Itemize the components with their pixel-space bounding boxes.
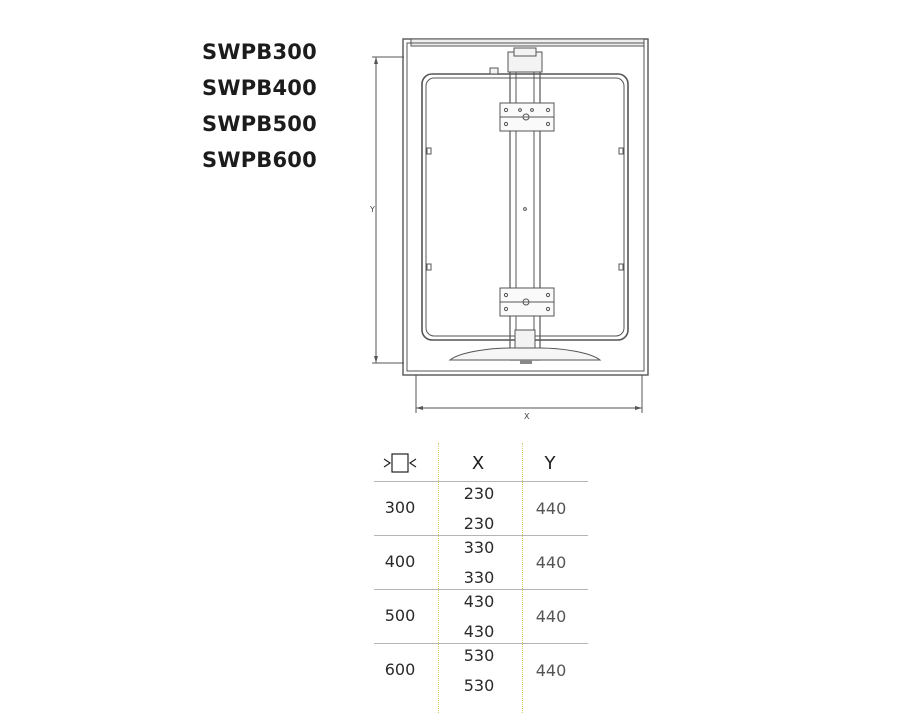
table-rule bbox=[374, 481, 588, 482]
x-cell: 530 bbox=[463, 646, 495, 665]
model-name: SWPB500 bbox=[202, 112, 317, 136]
product-drawing: Y X bbox=[360, 30, 660, 420]
cabinet-outline bbox=[402, 38, 649, 376]
dimension-table: X Y 300 230 230 440 400 330 330 440 500 … bbox=[374, 443, 588, 713]
column-separator bbox=[438, 443, 439, 713]
header-y: Y bbox=[544, 453, 556, 474]
model-name: SWPB300 bbox=[202, 40, 317, 64]
x-cell: 430 bbox=[463, 622, 495, 641]
cabinet-width-icon bbox=[383, 453, 417, 473]
front-view-diagram: Y X bbox=[369, 38, 649, 420]
y-cell: 440 bbox=[535, 661, 567, 680]
y-dimension-label: Y bbox=[369, 205, 375, 214]
y-cell: 440 bbox=[535, 553, 567, 572]
table-rule bbox=[374, 589, 588, 590]
model-list: SWPB300 SWPB400 SWPB500 SWPB600 bbox=[202, 34, 317, 178]
x-cell: 230 bbox=[463, 484, 495, 503]
width-cell: 500 bbox=[384, 606, 416, 625]
column-separator bbox=[522, 443, 523, 713]
width-cell: 300 bbox=[384, 498, 416, 517]
x-cell: 230 bbox=[463, 514, 495, 533]
header-x: X bbox=[471, 453, 485, 474]
x-cell: 530 bbox=[463, 676, 495, 695]
x-cell: 430 bbox=[463, 592, 495, 611]
table-rule bbox=[374, 643, 588, 644]
x-dimension-label: X bbox=[524, 412, 530, 420]
y-cell: 440 bbox=[535, 499, 567, 518]
y-cell: 440 bbox=[535, 607, 567, 626]
base-plate bbox=[448, 347, 602, 361]
model-name: SWPB400 bbox=[202, 76, 317, 100]
width-cell: 400 bbox=[384, 552, 416, 571]
width-cell: 600 bbox=[384, 660, 416, 679]
x-cell: 330 bbox=[463, 568, 495, 587]
table-rule bbox=[374, 535, 588, 536]
model-name: SWPB600 bbox=[202, 148, 317, 172]
center-marker bbox=[523, 207, 527, 211]
x-cell: 330 bbox=[463, 538, 495, 557]
